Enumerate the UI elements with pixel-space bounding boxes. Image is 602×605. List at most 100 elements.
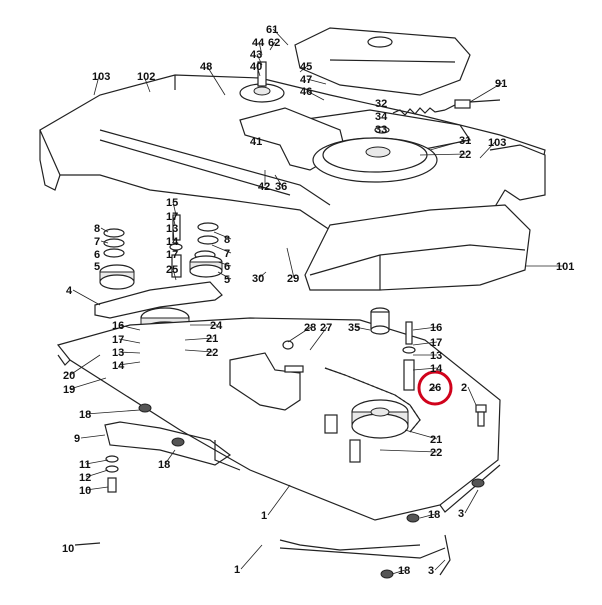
pulley-stack-right xyxy=(189,222,223,278)
leader-line-18 xyxy=(391,569,406,575)
leader-line-22 xyxy=(379,449,438,453)
part-label-62: 62 xyxy=(268,37,280,49)
leader-line-103 xyxy=(479,141,496,159)
leader-line-9 xyxy=(80,434,106,439)
leader-line-1 xyxy=(267,484,291,516)
spacer-35 xyxy=(370,307,390,335)
part-label-41: 41 xyxy=(250,136,262,148)
part-label-8: 8 xyxy=(224,234,230,246)
pulley-21-right xyxy=(324,399,409,463)
part-label-1: 1 xyxy=(261,510,267,522)
part-label-9: 9 xyxy=(74,433,80,445)
base-plate-lower xyxy=(74,534,451,576)
bolt-2 xyxy=(475,404,487,427)
part-label-16: 16 xyxy=(430,322,442,334)
tension-arm-assembly xyxy=(239,61,438,183)
part-label-44: 44 xyxy=(252,37,265,49)
leader-line-46 xyxy=(306,90,325,101)
leader-line-22 xyxy=(419,153,467,156)
leader-line-11 xyxy=(85,459,109,465)
part-label-10: 10 xyxy=(79,485,91,497)
part-label-32: 32 xyxy=(375,98,387,110)
part-label-5: 5 xyxy=(94,261,100,273)
leader-line-47 xyxy=(306,78,327,85)
leader-line-1 xyxy=(240,544,263,570)
part-label-11: 11 xyxy=(79,459,91,471)
part-label-15: 15 xyxy=(166,197,178,209)
nuts xyxy=(138,403,485,579)
leader-line-14 xyxy=(412,367,438,371)
part-label-31: 31 xyxy=(459,135,471,147)
leader-line-20 xyxy=(69,354,101,376)
part-label-7: 7 xyxy=(224,248,230,260)
pulley-stack-left xyxy=(99,228,135,290)
leader-line-29 xyxy=(286,247,295,279)
part-label-8: 8 xyxy=(94,223,100,235)
leader-line-35 xyxy=(354,326,371,331)
leader-line-48 xyxy=(206,65,226,96)
part-label-40: 40 xyxy=(250,61,262,73)
leader-lines xyxy=(69,28,563,575)
leader-line-40 xyxy=(256,65,261,77)
leader-line-3 xyxy=(434,559,446,571)
part-label-6: 6 xyxy=(94,249,100,261)
part-label-22: 22 xyxy=(430,447,442,459)
leader-line-5 xyxy=(217,271,232,280)
part-label-16: 16 xyxy=(112,320,124,332)
leader-line-13 xyxy=(172,227,175,241)
part-label-13: 13 xyxy=(166,223,178,235)
part-label-18: 18 xyxy=(158,459,170,471)
leader-line-21 xyxy=(404,429,438,440)
part-label-61: 61 xyxy=(266,24,278,36)
part-label-14: 14 xyxy=(430,363,443,375)
part-label-26: 26 xyxy=(429,382,441,394)
leader-line-10 xyxy=(85,486,109,491)
leader-line-7 xyxy=(211,244,232,254)
part-label-91: 91 xyxy=(495,78,507,90)
part-label-36: 36 xyxy=(275,181,287,193)
leader-line-18 xyxy=(164,449,176,465)
top-cover-61 xyxy=(294,27,471,96)
leader-line-7 xyxy=(100,240,109,244)
part-label-47: 47 xyxy=(300,74,312,86)
leader-line-3 xyxy=(464,489,479,514)
part-label-103: 103 xyxy=(488,137,506,149)
part-label-48: 48 xyxy=(200,61,212,73)
leader-line-17 xyxy=(412,341,438,346)
part-label-14: 14 xyxy=(166,236,179,248)
leader-line-16 xyxy=(118,324,141,331)
pin-27 xyxy=(282,340,304,373)
leader-line-102 xyxy=(143,75,151,93)
leader-line-28 xyxy=(287,326,312,343)
leader-line-2 xyxy=(467,386,477,406)
leader-line-8 xyxy=(213,231,232,240)
part-label-101: 101 xyxy=(556,261,574,273)
part-label-29: 29 xyxy=(287,273,299,285)
leader-line-36 xyxy=(274,174,283,187)
part-label-3: 3 xyxy=(458,508,464,520)
leader-line-6 xyxy=(217,261,232,267)
part-label-7: 7 xyxy=(94,236,100,248)
leader-line-21 xyxy=(184,337,214,341)
part-label-28: 28 xyxy=(304,322,316,334)
part-label-6: 6 xyxy=(224,261,230,273)
part-label-17: 17 xyxy=(166,211,178,223)
part-label-19: 19 xyxy=(63,384,75,396)
part-label-2: 2 xyxy=(461,382,467,394)
part-label-21: 21 xyxy=(206,333,218,345)
part-label-46: 46 xyxy=(300,86,312,98)
leader-line-18 xyxy=(419,513,436,519)
leader-line-43 xyxy=(256,53,263,66)
part-label-24: 24 xyxy=(210,320,223,332)
part-label-13: 13 xyxy=(112,347,124,359)
leader-line-16 xyxy=(412,326,438,331)
leader-line-45 xyxy=(299,65,308,73)
leader-line-12 xyxy=(85,469,109,478)
belt-26 xyxy=(324,367,421,433)
part-label-33: 33 xyxy=(375,124,387,136)
highlight-circle xyxy=(417,370,453,406)
bolt-10-stack xyxy=(105,455,119,493)
